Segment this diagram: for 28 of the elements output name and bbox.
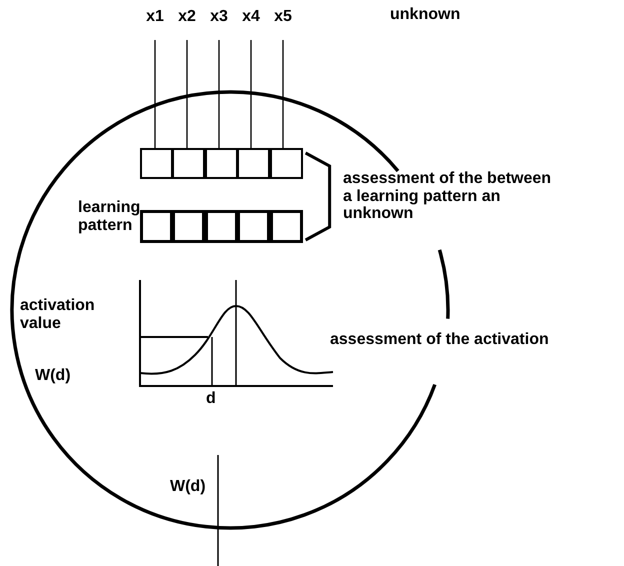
diagram-label: W(d) — [35, 367, 72, 385]
diagram-label: unknown — [390, 6, 462, 24]
diagram-label: learning pattern — [78, 199, 142, 234]
input-label: x1 — [141, 6, 169, 28]
input-label: x5 — [269, 6, 297, 28]
learning-pattern-cell — [237, 210, 270, 243]
learning-pattern-cell — [140, 210, 173, 243]
input-line — [186, 40, 188, 148]
input-cell — [270, 148, 303, 179]
diagram-label: activation value — [20, 297, 96, 332]
input-line — [218, 40, 220, 148]
input-line — [250, 40, 252, 148]
input-cell — [204, 148, 238, 179]
input-label: x3 — [205, 6, 233, 28]
learning-pattern-cell — [204, 210, 238, 243]
bracket-line — [304, 152, 332, 242]
input-label: x2 — [173, 6, 201, 28]
learning-pattern-cell — [270, 210, 303, 243]
input-label: x4 — [237, 6, 265, 28]
input-line — [282, 40, 284, 148]
diagram-label: assessment of the between a learning pattern an unknown — [343, 170, 552, 223]
learning-pattern-cell — [172, 210, 206, 243]
input-cell — [172, 148, 206, 179]
input-cell — [140, 148, 173, 179]
diagram-label: W(d) — [170, 478, 207, 496]
input-cell — [237, 148, 270, 179]
diagram-label: d — [206, 390, 217, 408]
input-line — [154, 40, 156, 148]
